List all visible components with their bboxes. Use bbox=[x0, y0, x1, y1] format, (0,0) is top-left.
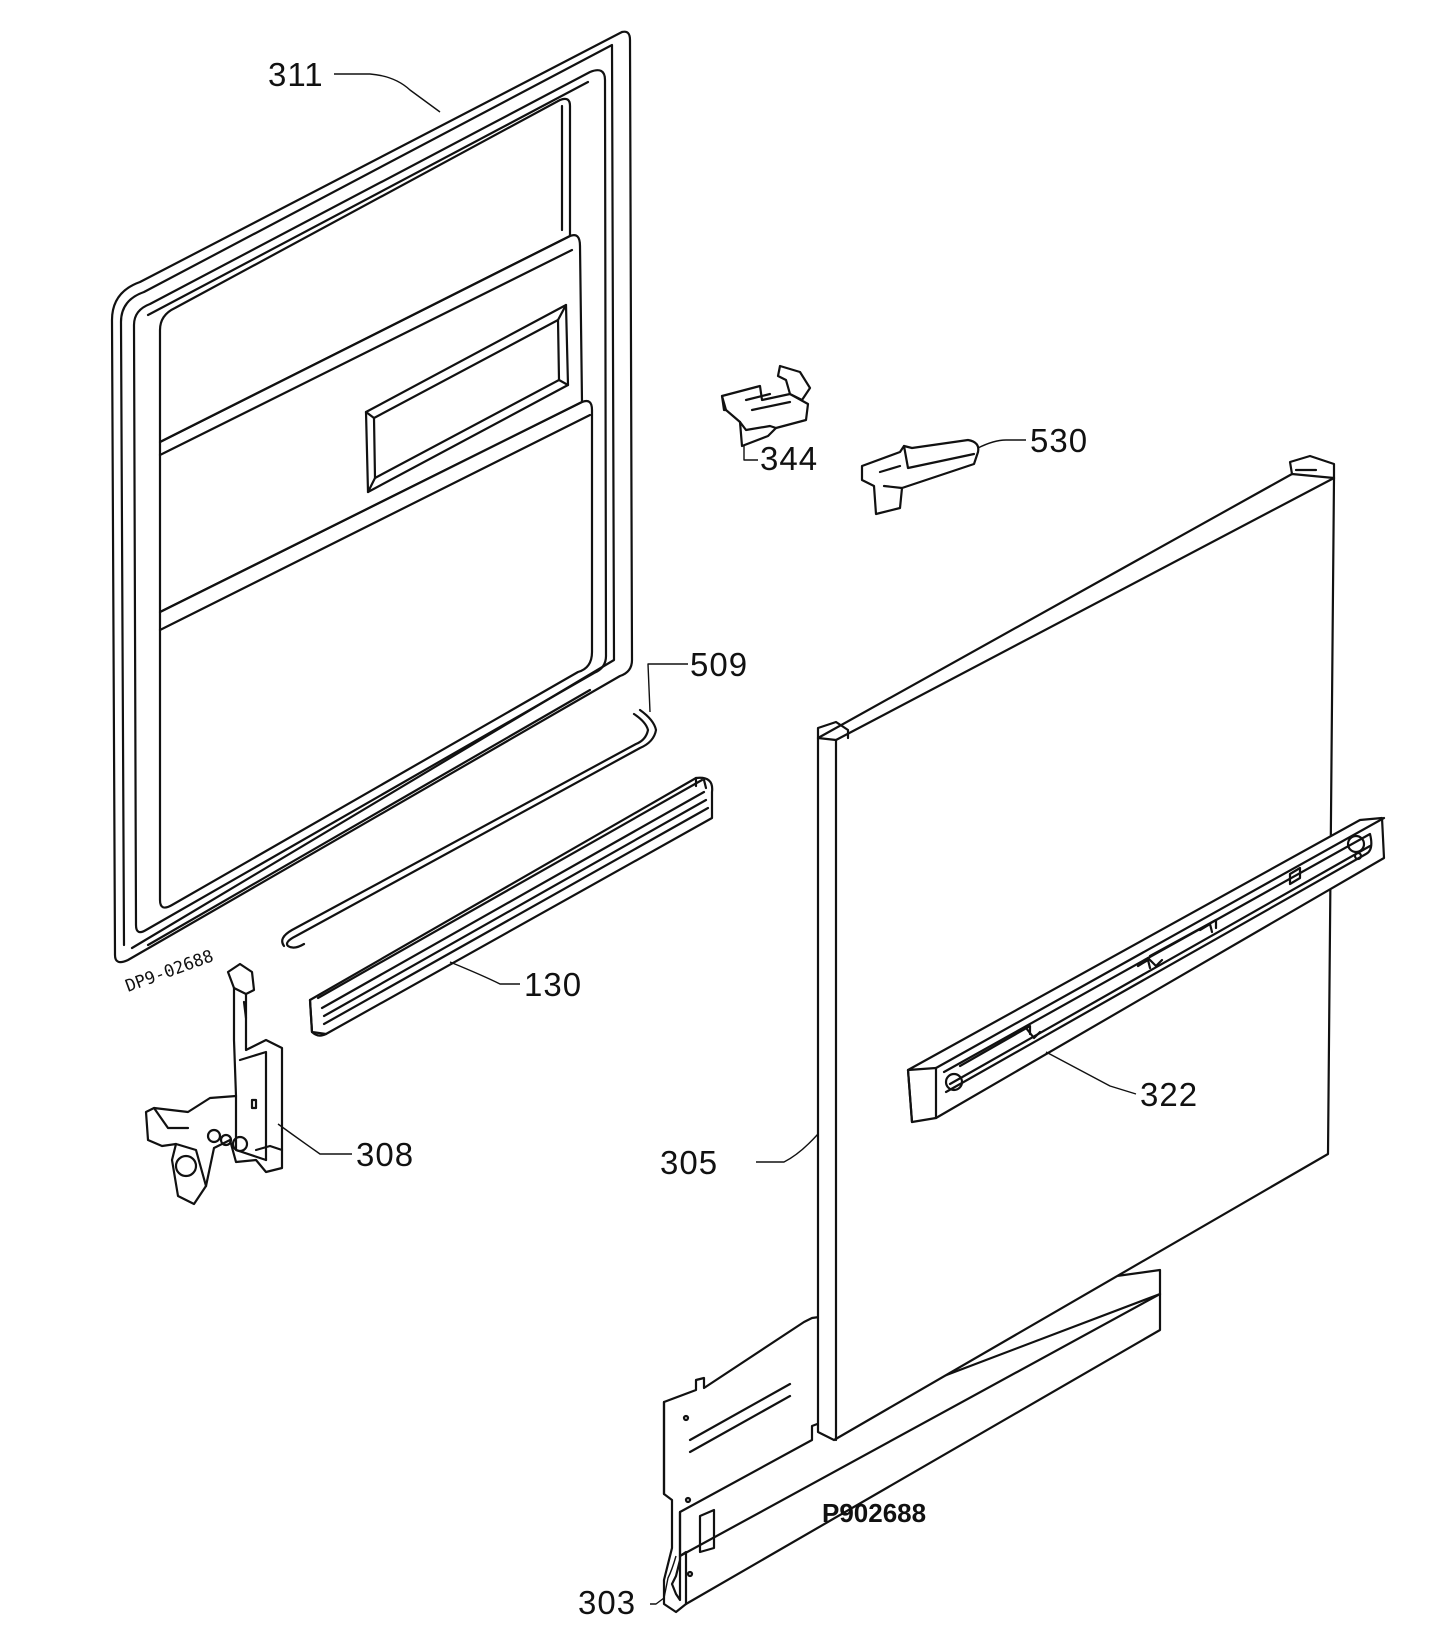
leader-322 bbox=[1045, 1051, 1137, 1095]
part-130-seal-strip bbox=[308, 776, 714, 1037]
leader-530 bbox=[977, 439, 1026, 449]
label-311: 311 bbox=[268, 56, 324, 93]
label-530: 530 bbox=[1030, 422, 1088, 459]
leader-344 bbox=[743, 446, 758, 461]
part-530-handle bbox=[860, 438, 980, 516]
leader-311 bbox=[334, 73, 441, 113]
part-303-lower-panel bbox=[662, 1268, 1162, 1614]
part-311-inner-door bbox=[110, 30, 634, 964]
label-303: 303 bbox=[578, 1584, 636, 1621]
part-322-rail bbox=[906, 816, 1386, 1124]
drawing-code: P902688 bbox=[822, 1498, 926, 1528]
label-509: 509 bbox=[690, 646, 748, 683]
label-322: 322 bbox=[1140, 1076, 1198, 1113]
label-130: 130 bbox=[524, 966, 582, 1003]
part-308-hinge bbox=[144, 962, 284, 1206]
label-344: 344 bbox=[760, 440, 818, 477]
part-344-catch bbox=[720, 364, 812, 448]
leader-130 bbox=[449, 961, 520, 985]
leader-509 bbox=[647, 663, 688, 713]
label-305: 305 bbox=[660, 1144, 718, 1181]
label-308: 308 bbox=[356, 1136, 414, 1173]
part-509-rod bbox=[281, 708, 658, 949]
leader-305 bbox=[756, 1133, 819, 1163]
leader-303 bbox=[650, 1555, 677, 1605]
part-305-outer-panel bbox=[816, 454, 1336, 1442]
leader-308 bbox=[277, 1123, 352, 1155]
